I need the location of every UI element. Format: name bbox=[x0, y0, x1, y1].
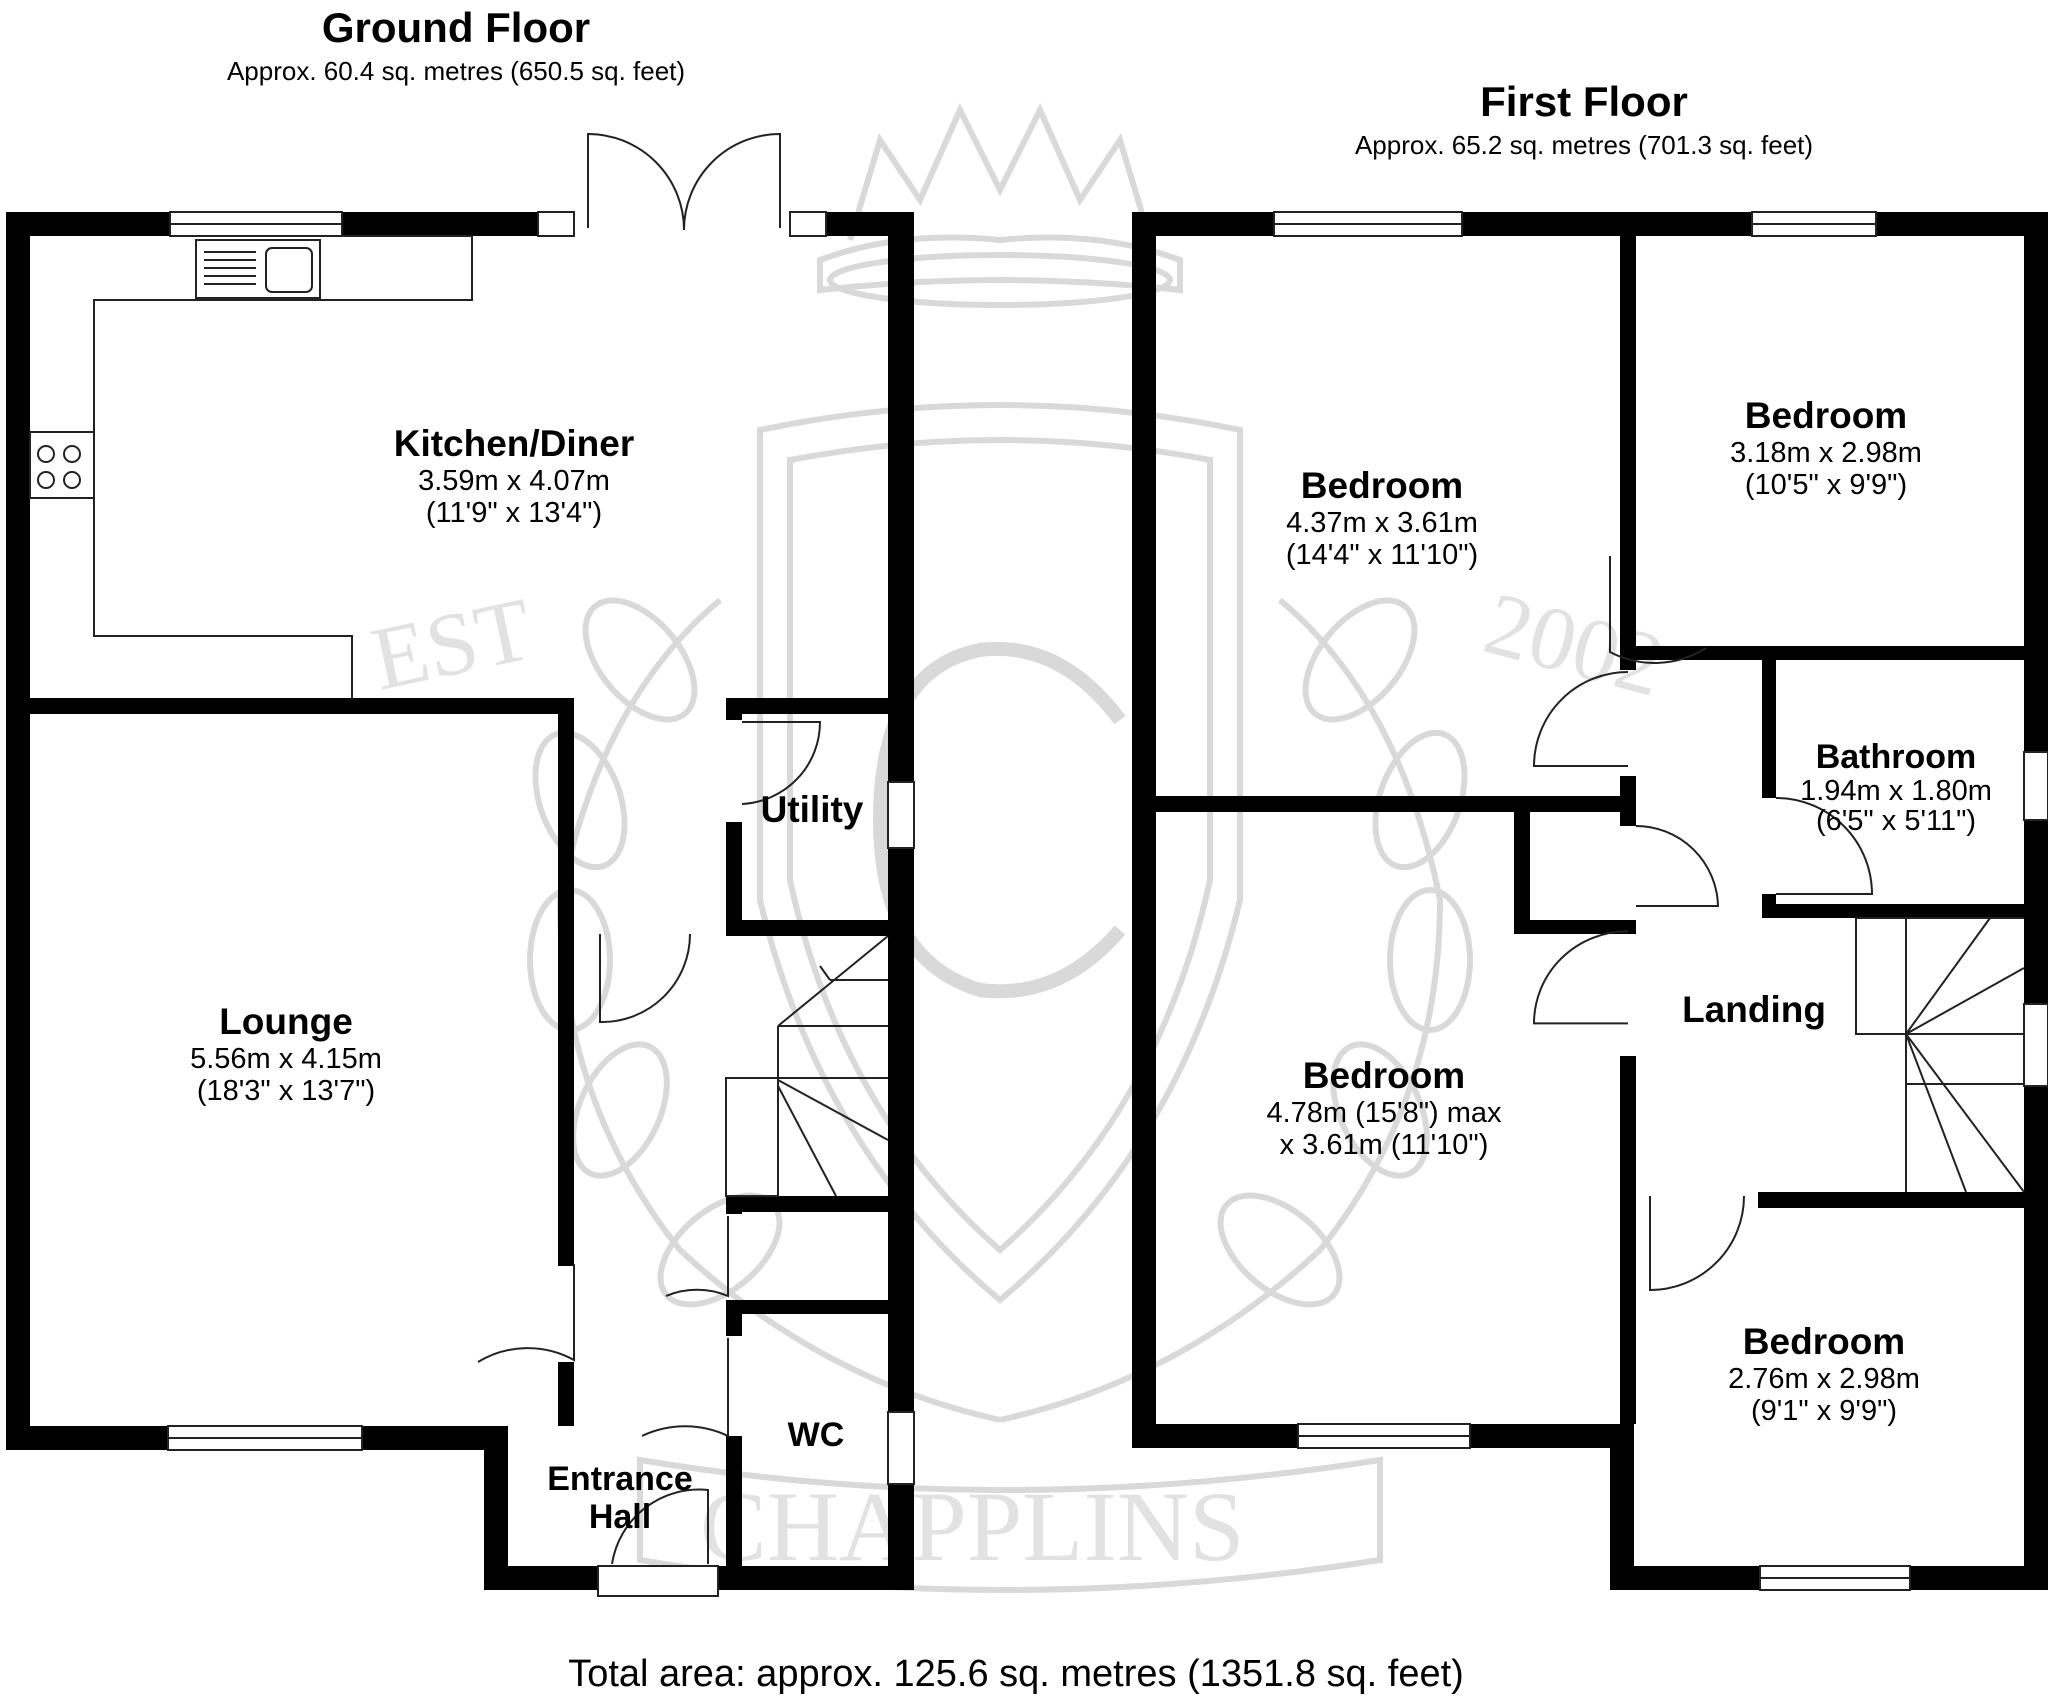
bedroom4-name: Bedroom bbox=[1743, 1321, 1905, 1362]
window bbox=[2023, 751, 2048, 821]
landing-name: Landing bbox=[1682, 989, 1826, 1030]
hob bbox=[29, 431, 95, 499]
door-wc bbox=[641, 1338, 729, 1438]
lounge-name: Lounge bbox=[219, 1001, 353, 1042]
window bbox=[537, 211, 575, 237]
ground-floor-walls bbox=[6, 212, 914, 1590]
first-floor-title: First Floor bbox=[1480, 78, 1688, 125]
kitchen-name: Kitchen/Diner bbox=[394, 423, 635, 464]
door-entrance bbox=[611, 1488, 709, 1565]
bedroom3-dim2: x 3.61m (11'10") bbox=[1280, 1129, 1489, 1161]
bathroom-name: Bathroom bbox=[1816, 738, 1977, 776]
watermark-est: EST bbox=[364, 579, 541, 709]
bedroom1-dim2: (14'4" x 11'10") bbox=[1286, 539, 1478, 571]
french-door bbox=[587, 132, 685, 231]
bedroom2-dim1: 3.18m x 2.98m bbox=[1730, 437, 1922, 469]
first-floor-area: Approx. 65.2 sq. metres (701.3 sq. feet) bbox=[1355, 130, 1813, 160]
window bbox=[2023, 1003, 2048, 1087]
bathroom-dim2: (6'5" x 5'11") bbox=[1816, 805, 1976, 837]
stairs-ground bbox=[725, 935, 889, 1197]
stairs-first bbox=[1855, 917, 2025, 1193]
utility-name: Utility bbox=[761, 789, 864, 830]
watermark-brand: CHAPPLINS bbox=[700, 1471, 1245, 1582]
door-bedroom2 bbox=[1609, 556, 1707, 664]
ground-floor-fixtures bbox=[29, 132, 915, 1597]
door-bathroom bbox=[1775, 797, 1874, 895]
first-floor-walls bbox=[1132, 212, 2048, 1590]
kitchen-dim2: (11'9" x 13'4") bbox=[426, 497, 602, 529]
wc-name: WC bbox=[788, 1416, 845, 1454]
first-floor-fixtures bbox=[1273, 211, 2048, 1591]
ground-floor-title: Ground Floor bbox=[322, 4, 590, 51]
door-bedroom3 bbox=[1532, 930, 1629, 1025]
french-door bbox=[683, 132, 781, 231]
door-cupboard bbox=[665, 1216, 729, 1298]
bedroom2-name: Bedroom bbox=[1745, 395, 1907, 436]
bedroom1-name: Bedroom bbox=[1301, 465, 1463, 506]
door-utility bbox=[741, 721, 822, 805]
window bbox=[789, 211, 827, 237]
total-area: Total area: approx. 125.6 sq. metres (13… bbox=[568, 1653, 1464, 1695]
window bbox=[887, 1411, 915, 1485]
door-lounge bbox=[477, 1264, 575, 1363]
kitchen-dim1: 3.59m x 4.07m bbox=[418, 465, 610, 497]
lounge-dim1: 5.56m x 4.15m bbox=[190, 1043, 382, 1075]
door-cupboard-first bbox=[1635, 825, 1720, 907]
window bbox=[887, 781, 915, 849]
kitchen-worktop bbox=[93, 235, 473, 698]
door-bedroom4 bbox=[1649, 1195, 1745, 1292]
bedroom4-dim1: 2.76m x 2.98m bbox=[1728, 1363, 1920, 1395]
lounge-dim2: (18'3" x 13'7") bbox=[197, 1075, 375, 1107]
bathroom-dim1: 1.94m x 1.80m bbox=[1800, 775, 1992, 807]
sink bbox=[195, 239, 321, 299]
entrance-name-2: Hall bbox=[589, 1498, 651, 1536]
bedroom3-dim1: 4.78m (15'8") max bbox=[1266, 1097, 1502, 1129]
front-door bbox=[597, 1565, 719, 1597]
sink-bowl bbox=[265, 247, 313, 293]
watermark-year: 2002 bbox=[1475, 574, 1674, 716]
bedroom2-dim2: (10'5" x 9'9") bbox=[1745, 469, 1907, 501]
bedroom3-name: Bedroom bbox=[1303, 1055, 1465, 1096]
bedroom4-dim2: (9'1" x 9'9") bbox=[1751, 1395, 1897, 1427]
bedroom1-dim1: 4.37m x 3.61m bbox=[1286, 507, 1478, 539]
door-kitchen bbox=[599, 933, 691, 1024]
ground-floor-area: Approx. 60.4 sq. metres (650.5 sq. feet) bbox=[227, 56, 685, 86]
door-bedroom1 bbox=[1532, 671, 1629, 767]
entrance-name-1: Entrance bbox=[547, 1460, 693, 1498]
